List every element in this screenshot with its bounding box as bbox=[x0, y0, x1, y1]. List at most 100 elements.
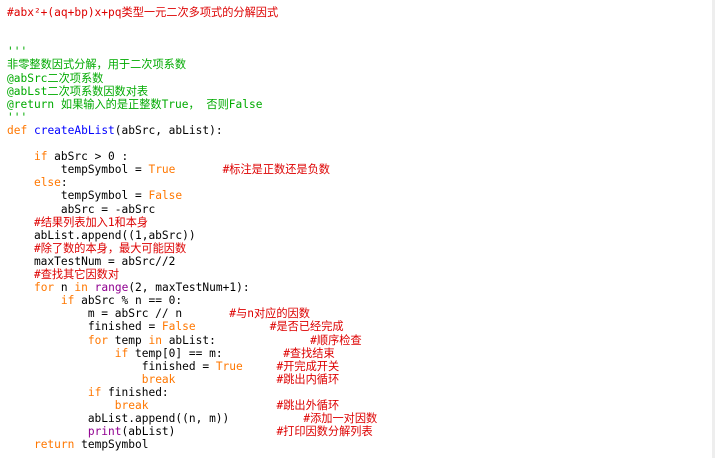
code-keyword: break bbox=[114, 399, 149, 412]
code-line: if temp[0] == m: #查找结束 bbox=[7, 347, 335, 360]
code-comment: #查找其它因数对 bbox=[33, 268, 120, 281]
code-comment: #打印因数分解列表 bbox=[276, 425, 373, 439]
code-text bbox=[7, 150, 34, 163]
code-line: ''' bbox=[7, 111, 27, 124]
code-text bbox=[7, 373, 142, 386]
code-keyword: False bbox=[161, 320, 196, 334]
code-comment: #abx²+(aq+bp)x+pq类型一元二次多项式的分解因式 bbox=[7, 6, 279, 19]
code-keyword: else bbox=[33, 176, 61, 190]
code-keyword: in bbox=[74, 281, 88, 295]
code-text bbox=[7, 216, 34, 229]
code-text: abSrc = -abSrc bbox=[7, 202, 156, 216]
code-text bbox=[148, 399, 276, 412]
code-line: abSrc = -abSrc bbox=[7, 203, 155, 216]
code-keyword: if bbox=[87, 385, 102, 399]
code-keyword: break bbox=[141, 372, 176, 386]
code-comment: #查找结束 bbox=[283, 346, 335, 360]
code-builtin: range bbox=[94, 281, 129, 295]
code-text bbox=[196, 320, 270, 333]
code-text: abList.append((1,abSrc)) bbox=[7, 228, 196, 242]
code-text bbox=[175, 373, 276, 386]
code-keyword: for bbox=[33, 281, 55, 295]
code-comment: #与n对应的因数 bbox=[229, 307, 310, 321]
code-line: else: bbox=[7, 176, 68, 189]
code-comment: #除了数的本身，最大可能因数 bbox=[33, 241, 187, 255]
code-text: finished: bbox=[101, 385, 169, 399]
code-line: finished = False #是否已经完成 bbox=[7, 320, 344, 333]
code-text: m = abSrc // n bbox=[7, 307, 230, 321]
code-comment: #添加一对因数 bbox=[303, 412, 378, 426]
code-text bbox=[7, 399, 115, 412]
code-text bbox=[7, 386, 88, 399]
code-line: m = abSrc // n #与n对应的因数 bbox=[7, 307, 310, 320]
code-text: tempSymbol = bbox=[7, 163, 149, 177]
code-text: abList.append((n, m)) bbox=[7, 412, 304, 426]
code-text: abSrc > 0 : bbox=[47, 150, 129, 164]
code-function-name: createAbList bbox=[33, 123, 115, 137]
code-keyword: def bbox=[7, 123, 28, 137]
code-line: #结果列表加入1和本身 bbox=[7, 216, 148, 229]
code-text: : bbox=[60, 176, 68, 190]
code-text: finished = bbox=[7, 359, 216, 373]
code-keyword: if bbox=[60, 294, 75, 308]
code-comment: #是否已经完成 bbox=[269, 320, 344, 334]
code-line: abList.append((1,abSrc)) bbox=[7, 229, 196, 242]
code-keyword: if bbox=[114, 346, 129, 360]
vertical-scrollbar[interactable] bbox=[712, 0, 715, 458]
code-line: for n in range(2, maxTestNum+1): bbox=[7, 281, 250, 294]
code-line: finished = True #开完成开关 bbox=[7, 360, 339, 373]
code-line: @abSrc二次项系数 bbox=[7, 72, 103, 85]
code-comment: #跳出外循环 bbox=[276, 399, 340, 412]
code-text bbox=[27, 124, 34, 137]
code-keyword: True bbox=[148, 163, 176, 177]
code-text: abList: bbox=[161, 333, 311, 347]
code-builtin: print bbox=[87, 425, 122, 439]
code-docstring: 非零整数因式分解，用于二次项系数 bbox=[7, 58, 187, 72]
code-comment: #标注是正数还是负数 bbox=[222, 163, 330, 177]
code-line: ''' bbox=[7, 45, 27, 58]
code-line: if abSrc % n == 0: bbox=[7, 294, 182, 307]
code-line: return tempSymbol bbox=[7, 438, 149, 452]
code-text: tempSymbol bbox=[74, 438, 149, 452]
code-text bbox=[175, 163, 222, 176]
code-line: if finished: bbox=[7, 386, 169, 399]
code-text: (abList) bbox=[121, 425, 277, 439]
code-keyword: for bbox=[87, 333, 109, 347]
code-line: def createAbList(abSrc, abList): bbox=[7, 124, 223, 137]
code-text bbox=[7, 281, 34, 294]
code-line: maxTestNum = abSrc//2 bbox=[7, 255, 175, 268]
code-text bbox=[7, 242, 34, 255]
code-keyword: if bbox=[33, 150, 48, 164]
code-docstring: @return 如果输入的是正整数True， 否则False bbox=[7, 97, 263, 111]
code-text bbox=[7, 438, 34, 451]
code-line: #查找其它因数对 bbox=[7, 268, 119, 281]
code-comment: #跳出内循环 bbox=[276, 372, 340, 386]
code-text bbox=[7, 334, 88, 347]
code-docstring: ''' bbox=[7, 110, 28, 124]
code-text bbox=[88, 281, 95, 294]
code-docstring: @abLst二次项系数因数对表 bbox=[7, 84, 149, 98]
code-line: break #跳出外循环 bbox=[7, 399, 339, 412]
code-text: temp bbox=[108, 333, 149, 347]
code-docstring: @abSrc二次项系数 bbox=[7, 71, 104, 85]
code-text: (abSrc, abList): bbox=[114, 123, 223, 137]
code-line: abList.append((n, m)) #添加一对因数 bbox=[7, 412, 377, 425]
code-docstring: ''' bbox=[7, 45, 28, 59]
code-line: tempSymbol = False bbox=[7, 189, 182, 202]
code-text: finished = bbox=[7, 320, 162, 334]
code-line: if abSrc > 0 : bbox=[7, 150, 128, 163]
code-text: tempSymbol = bbox=[7, 189, 149, 203]
code-text bbox=[7, 176, 34, 189]
code-text: temp[0] == m: bbox=[128, 346, 284, 360]
code-text bbox=[7, 268, 34, 281]
code-line: 非零整数因式分解，用于二次项系数 bbox=[7, 58, 186, 71]
code-comment: #结果列表加入1和本身 bbox=[33, 215, 149, 229]
code-text bbox=[243, 360, 277, 373]
code-text: maxTestNum = abSrc//2 bbox=[7, 254, 176, 268]
code-line: @abLst二次项系数因数对表 bbox=[7, 85, 148, 98]
code-line: for temp in abList: #顺序检查 bbox=[7, 334, 362, 347]
code-text: n bbox=[54, 281, 75, 295]
code-comment: #顺序检查 bbox=[310, 333, 362, 347]
code-keyword: True bbox=[215, 359, 243, 373]
